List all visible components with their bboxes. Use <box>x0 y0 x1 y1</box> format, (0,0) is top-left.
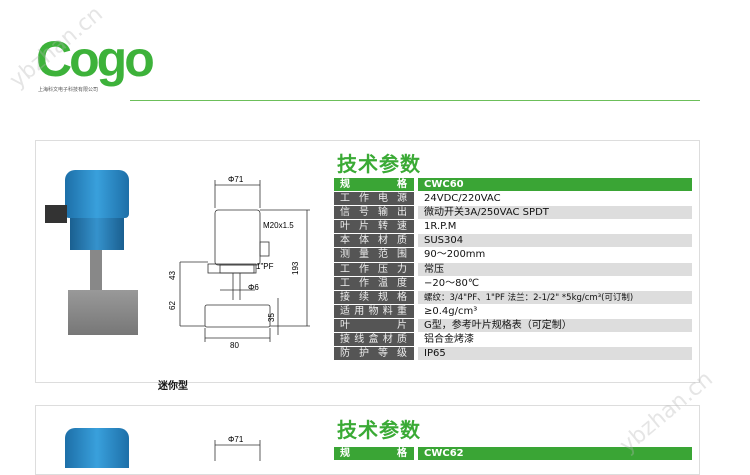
spec-label: 规格 <box>334 178 414 193</box>
spec-label: 工作压力 <box>334 262 414 277</box>
spec-label: 叶片 <box>334 318 414 334</box>
spec-row: 接线盒材质铝合金烤漆 <box>334 333 692 348</box>
dim-shaft: Φ6 <box>248 283 259 292</box>
spec-value: 常压 <box>418 262 692 277</box>
product-caption: 迷你型 <box>158 381 188 392</box>
spec-label: 工作电源 <box>334 192 414 207</box>
spec-row: 本体材质 SUS304 <box>334 234 692 249</box>
spec-label: 测量范围 <box>334 248 414 263</box>
spec-row: 信号输出微动开关3A/250VAC SPDT <box>334 206 692 221</box>
spec-row: 叶片转速 1R.P.M <box>334 220 692 235</box>
company-logo: Cogo 上海科文电子科技有限公司 <box>36 31 155 93</box>
spec-label: 本体材质 <box>334 234 414 249</box>
dim-cable: M20x1.5 <box>263 221 294 230</box>
spec-value: IP65 <box>418 347 692 362</box>
dim-thread: 1"PF <box>256 262 274 271</box>
spec-title: 技术参数 <box>337 152 421 176</box>
spec-row: 适用物料重 ≥0.4g/cm³ <box>334 304 692 319</box>
spec-value: CWC60 <box>418 178 692 193</box>
dim-h1: 43 <box>168 271 177 280</box>
spec-value: SUS304 <box>418 234 692 249</box>
dimension-drawing: Φ71 M20x1.5 1"PF Φ6 193 43 62 35 80 <box>168 175 310 350</box>
spec-value: 24VDC/220VAC <box>418 192 692 207</box>
spec-value: G型，参考叶片规格表（可定制） <box>418 318 692 334</box>
spec-label: 工作温度 <box>334 276 414 291</box>
logo-subtitle: 上海科文电子科技有限公司 <box>38 87 99 93</box>
spec-label: 信号输出 <box>334 206 414 221</box>
spec-label: 叶片转速 <box>334 220 414 235</box>
dim-h2: 62 <box>168 301 177 310</box>
spec-value: 90～200mm <box>418 248 692 263</box>
dimension-drawing-2: Φ71 <box>214 435 261 461</box>
spec-row: 工作电源 24VDC/220VAC <box>334 192 692 207</box>
spec-label: 防护等级 <box>334 347 414 362</box>
spec-value: ≥0.4g/cm³ <box>418 305 692 319</box>
spec-value: −20～80℃ <box>418 277 692 291</box>
dim-height: 193 <box>291 261 300 275</box>
dim-blade-w: 80 <box>230 341 239 350</box>
spec-label: 适用物料重 <box>334 304 414 319</box>
dim-blade-h: 35 <box>267 313 276 322</box>
spec-row: 接续规格螺纹：3/4"PF、1"PF 法兰：2-1/2" *5kg/cm³(可订… <box>334 290 692 305</box>
spec-label: 接线盒材质 <box>334 333 414 348</box>
spec-label: 接续规格 <box>334 290 414 305</box>
spec-row: 测量范围 90～200mm <box>334 248 692 263</box>
logo-word: Cogo <box>36 31 155 87</box>
spec-value: 微动开关3A/250VAC SPDT <box>418 206 692 221</box>
spec-value: CWC62 <box>418 447 692 462</box>
spec-row: 工作压力常压 <box>334 262 692 277</box>
product-photo-2 <box>65 428 129 468</box>
spec-row: 规格 CWC60 <box>334 178 692 193</box>
spec-row: 防护等级 IP65 <box>334 347 692 362</box>
spec-value: 铝合金烤漆 <box>418 333 692 348</box>
header-divider <box>130 100 700 101</box>
spec-row: 工作温度 −20～80℃ <box>334 276 692 291</box>
spec-value: 螺纹：3/4"PF、1"PF 法兰：2-1/2" *5kg/cm³(可订制) <box>418 290 692 305</box>
spec-value: 1R.P.M <box>418 220 692 235</box>
spec-title-2: 技术参数 <box>337 418 421 442</box>
dim-top-dia-2: Φ71 <box>228 435 244 444</box>
spec-label: 规格 <box>334 447 414 462</box>
dim-top-dia: Φ71 <box>228 175 244 184</box>
product-photo <box>40 160 150 350</box>
